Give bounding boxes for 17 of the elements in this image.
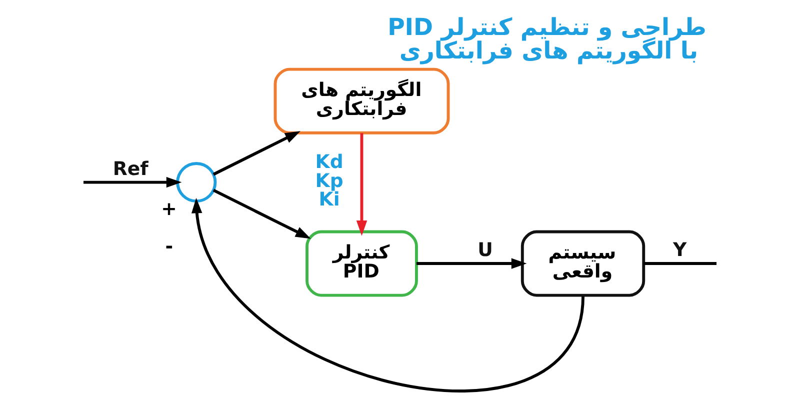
connector bbox=[644, 262, 716, 265]
edge-label: U bbox=[478, 240, 493, 262]
arrow bbox=[356, 133, 368, 236]
node-box: سیستم واقعی bbox=[520, 230, 646, 297]
node-label: + bbox=[161, 199, 177, 220]
arrow bbox=[212, 131, 300, 176]
edge-label: Y bbox=[673, 240, 687, 262]
arrow bbox=[212, 188, 311, 239]
arrow bbox=[416, 258, 527, 269]
diagram-title: طراحی و تنظیم کنترلر PID با الگوریتم های فرابتکاری bbox=[388, 13, 706, 65]
node-label: - bbox=[165, 236, 174, 258]
edge-label: Ref bbox=[112, 159, 148, 180]
edge-label: Kd Kp Ki bbox=[315, 152, 344, 211]
arrow bbox=[191, 198, 584, 392]
arrow bbox=[83, 176, 182, 188]
node-circle bbox=[176, 162, 217, 203]
node-box: الگوریتم های فرابتکاری bbox=[274, 68, 450, 134]
